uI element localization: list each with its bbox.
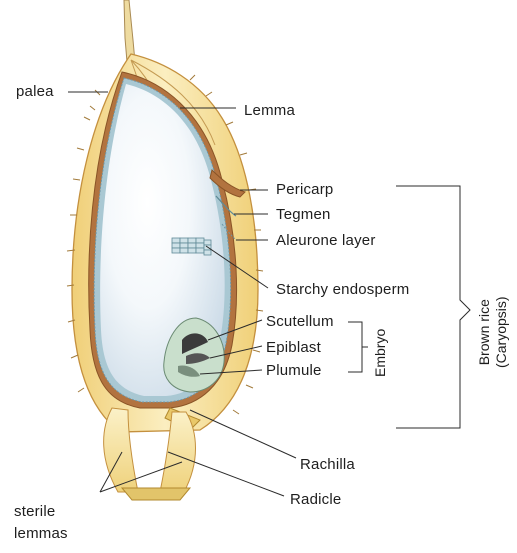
label-sterile: sterile	[14, 503, 55, 520]
label-brown-rice: Brown rice (Caryopsis)	[476, 296, 510, 368]
label-epiblast: Epiblast	[266, 339, 321, 356]
label-palea: palea	[16, 83, 54, 100]
leader-rachilla	[190, 410, 296, 458]
label-brown-rice-line1: Brown rice	[476, 296, 493, 368]
label-starchy-endosperm: Starchy endosperm	[276, 281, 409, 298]
embryo-bracket	[348, 322, 368, 372]
label-rachilla: Rachilla	[300, 456, 355, 473]
label-plumule: Plumule	[266, 362, 322, 379]
awn	[124, 0, 135, 62]
grain-base	[122, 488, 190, 500]
label-lemmas: lemmas	[14, 525, 68, 542]
label-embryo: Embryo	[372, 329, 388, 377]
label-aleurone-layer: Aleurone layer	[276, 232, 376, 249]
label-pericarp: Pericarp	[276, 181, 333, 198]
aleurone-cells	[172, 238, 211, 255]
label-lemma: Lemma	[244, 102, 295, 119]
label-tegmen: Tegmen	[276, 206, 331, 223]
label-radicle: Radicle	[290, 491, 341, 508]
label-brown-rice-line2: (Caryopsis)	[493, 296, 510, 368]
label-scutellum: Scutellum	[266, 313, 334, 330]
brown-rice-bracket	[396, 186, 470, 428]
